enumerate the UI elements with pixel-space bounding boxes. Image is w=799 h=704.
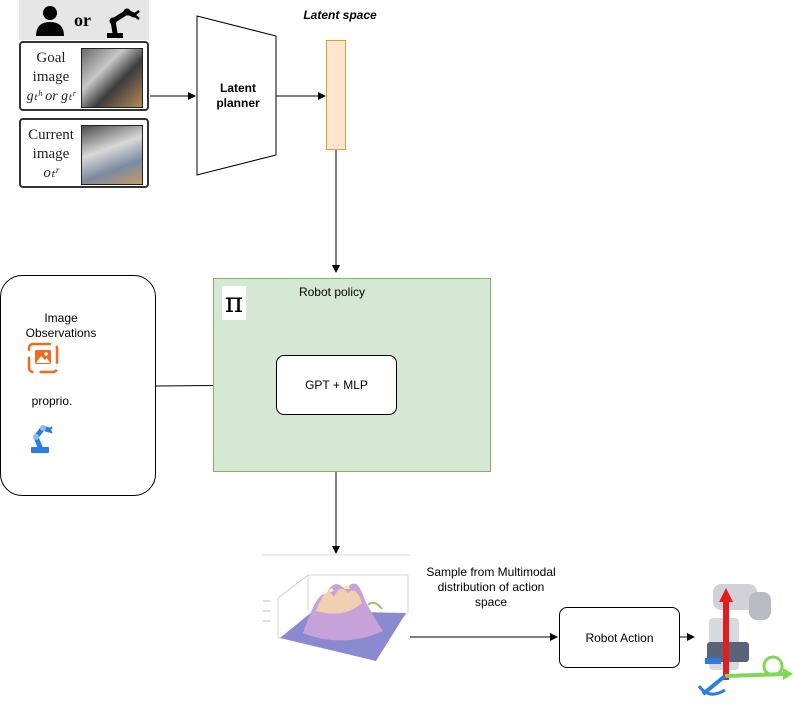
goal-image-card: Goal image gₜʰ or gₜʳ <box>19 41 149 111</box>
goal-card-line2: image <box>32 69 70 85</box>
human-or-robot-header: or <box>19 0 149 40</box>
image-icon <box>27 342 59 374</box>
observations-container <box>0 275 156 496</box>
gpt-mlp-label: GPT + MLP <box>305 378 368 392</box>
robot-policy-title: Robot policy <box>298 285 366 299</box>
latent-planner-label: Latent planner <box>216 81 260 110</box>
goal-card-line3: gₜʰ or gₜʳ <box>26 89 76 104</box>
current-image-photo <box>81 125 143 185</box>
person-icon <box>36 6 64 36</box>
gpt-mlp-block: GPT + MLP <box>276 355 397 415</box>
current-card-line3: oₜʳ <box>43 165 59 181</box>
current-image-card: Current image oₜʳ <box>19 118 149 188</box>
current-card-line1: Current <box>28 127 74 143</box>
robot-action-label: Robot Action <box>585 630 654 645</box>
latent-planner-shape <box>196 15 277 176</box>
latent-space-title: Latent space <box>303 8 377 22</box>
image-observations-label: Image Observations <box>25 311 97 340</box>
latent-space-vector <box>326 40 346 150</box>
goal-image-photo <box>81 48 143 108</box>
proprio-label: proprio. <box>31 394 73 408</box>
or-text: or <box>74 10 91 30</box>
current-card-line2: image <box>32 146 70 162</box>
robot-arm-blue-icon <box>31 425 53 453</box>
robot-action-block: Robot Action <box>559 607 680 668</box>
sample-distribution-label: Sample from Multimodal distribution of a… <box>426 565 556 609</box>
pi-symbol: π <box>222 286 246 320</box>
robot-arm-icon <box>107 8 140 38</box>
distribution-surface <box>263 554 410 661</box>
robot-coordinate-icon <box>697 584 793 696</box>
goal-card-line1: Goal <box>36 50 66 66</box>
